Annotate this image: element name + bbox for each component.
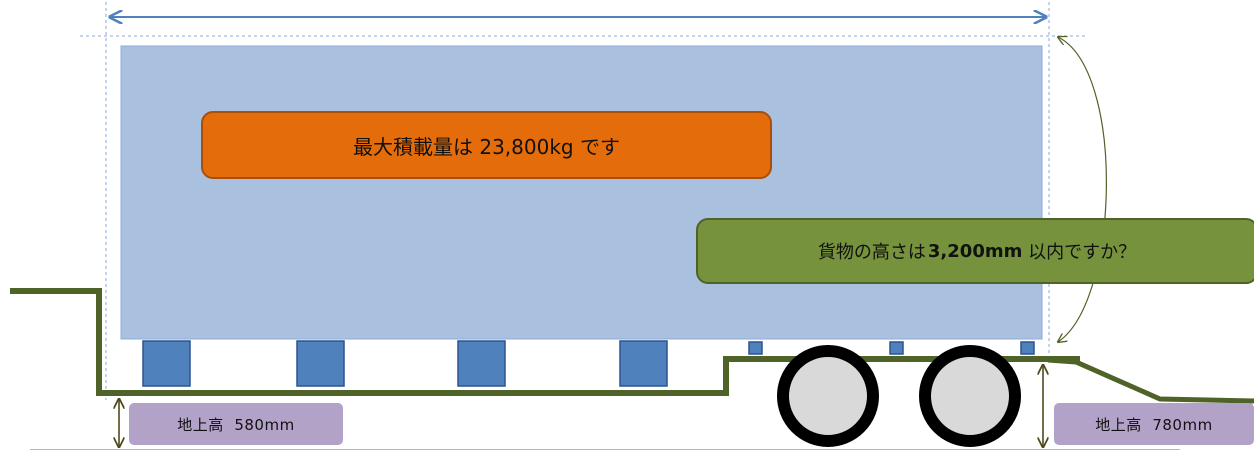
pallet-block (457, 340, 506, 387)
ground-clearance-label-left: 地上高 580mm (129, 403, 343, 445)
pallet-block-small (748, 341, 763, 355)
ground-clearance-right-text: 地上高 780mm (1095, 415, 1213, 434)
wheel-rear (919, 345, 1021, 447)
height-question-suffix: 以内ですか？ (1028, 242, 1137, 263)
cargo-box (120, 45, 1043, 340)
pallet-block (296, 340, 345, 387)
max-load-callout: 最大積載量は 23,800kg です (201, 111, 772, 179)
pallet-block-small (889, 341, 904, 355)
height-curved-arrow (1058, 37, 1107, 342)
max-load-text: 最大積載量は 23,800kg です (353, 134, 620, 159)
ground-clearance-label-right: 地上高 780mm (1054, 403, 1254, 445)
ground-clearance-left-text: 地上高 580mm (177, 415, 295, 434)
wheel-front (777, 345, 879, 447)
pallet-block-small (1020, 341, 1035, 355)
pallet-block (619, 340, 668, 387)
height-question-value: 3,200mm (927, 240, 1023, 262)
rear-slope (1047, 357, 1254, 404)
height-question-prefix: 貨物の高さは (817, 242, 926, 263)
pallet-block (142, 340, 191, 387)
